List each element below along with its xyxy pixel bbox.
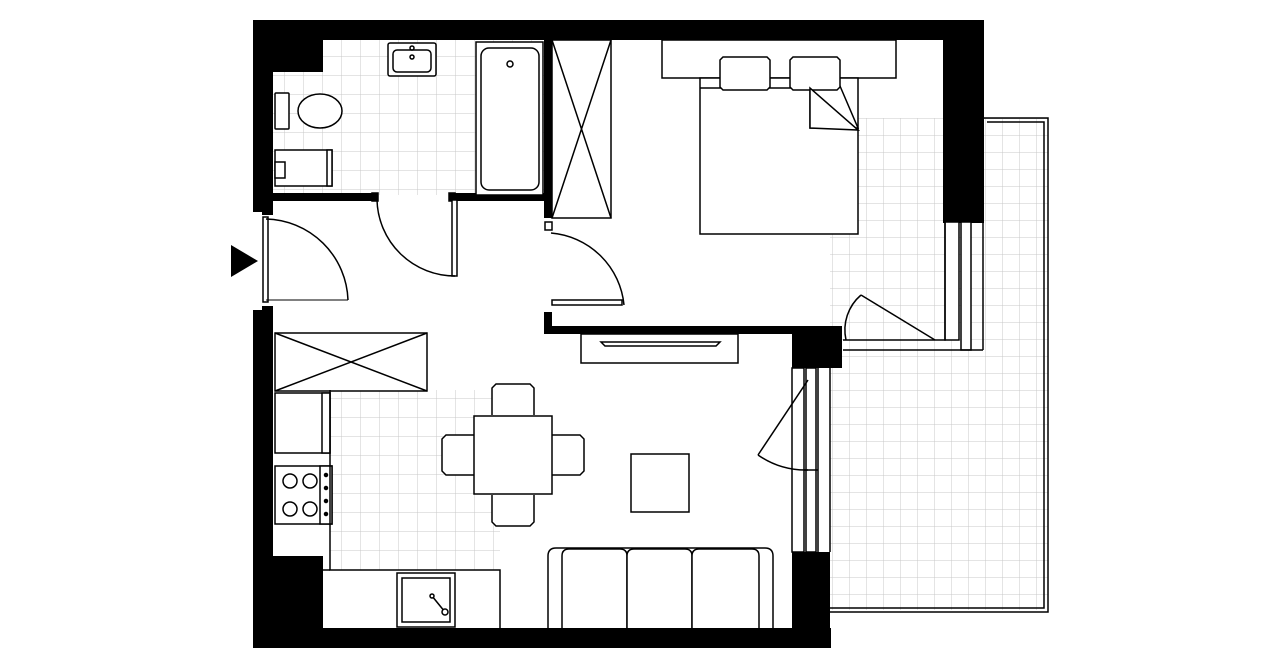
bathroom (274, 41, 544, 277)
bathtub-icon (475, 41, 544, 196)
coffee-table-icon (630, 453, 690, 513)
entrance-arrow-icon (231, 245, 258, 277)
dining-table-icon (441, 383, 585, 527)
floors (272, 40, 1048, 610)
kitchen (274, 390, 501, 628)
washing-machine-icon (274, 149, 333, 187)
bedroom-balcony-door[interactable] (843, 221, 984, 351)
washbasin-icon (387, 42, 437, 77)
living-balcony-door[interactable] (757, 367, 831, 553)
balcony (830, 117, 1049, 613)
entrance[interactable] (231, 216, 349, 303)
entrance-door[interactable] (262, 216, 349, 303)
toilet-icon (274, 92, 343, 130)
double-bed-icon (661, 39, 897, 235)
fridge-icon (274, 392, 331, 454)
stove-icon (274, 465, 333, 525)
bathroom-door[interactable] (371, 192, 458, 277)
bedroom (544, 39, 984, 351)
tv-cabinet-icon (580, 333, 739, 364)
bedroom-door[interactable] (544, 221, 625, 306)
wardrobe-icon (551, 39, 612, 219)
walls (253, 20, 984, 648)
sofa-icon (547, 547, 774, 628)
hall-wardrobe-icon (274, 332, 428, 392)
kitchen-floor (330, 390, 500, 570)
kitchen-sink-icon (396, 572, 456, 628)
balcony-floor (830, 118, 1048, 610)
